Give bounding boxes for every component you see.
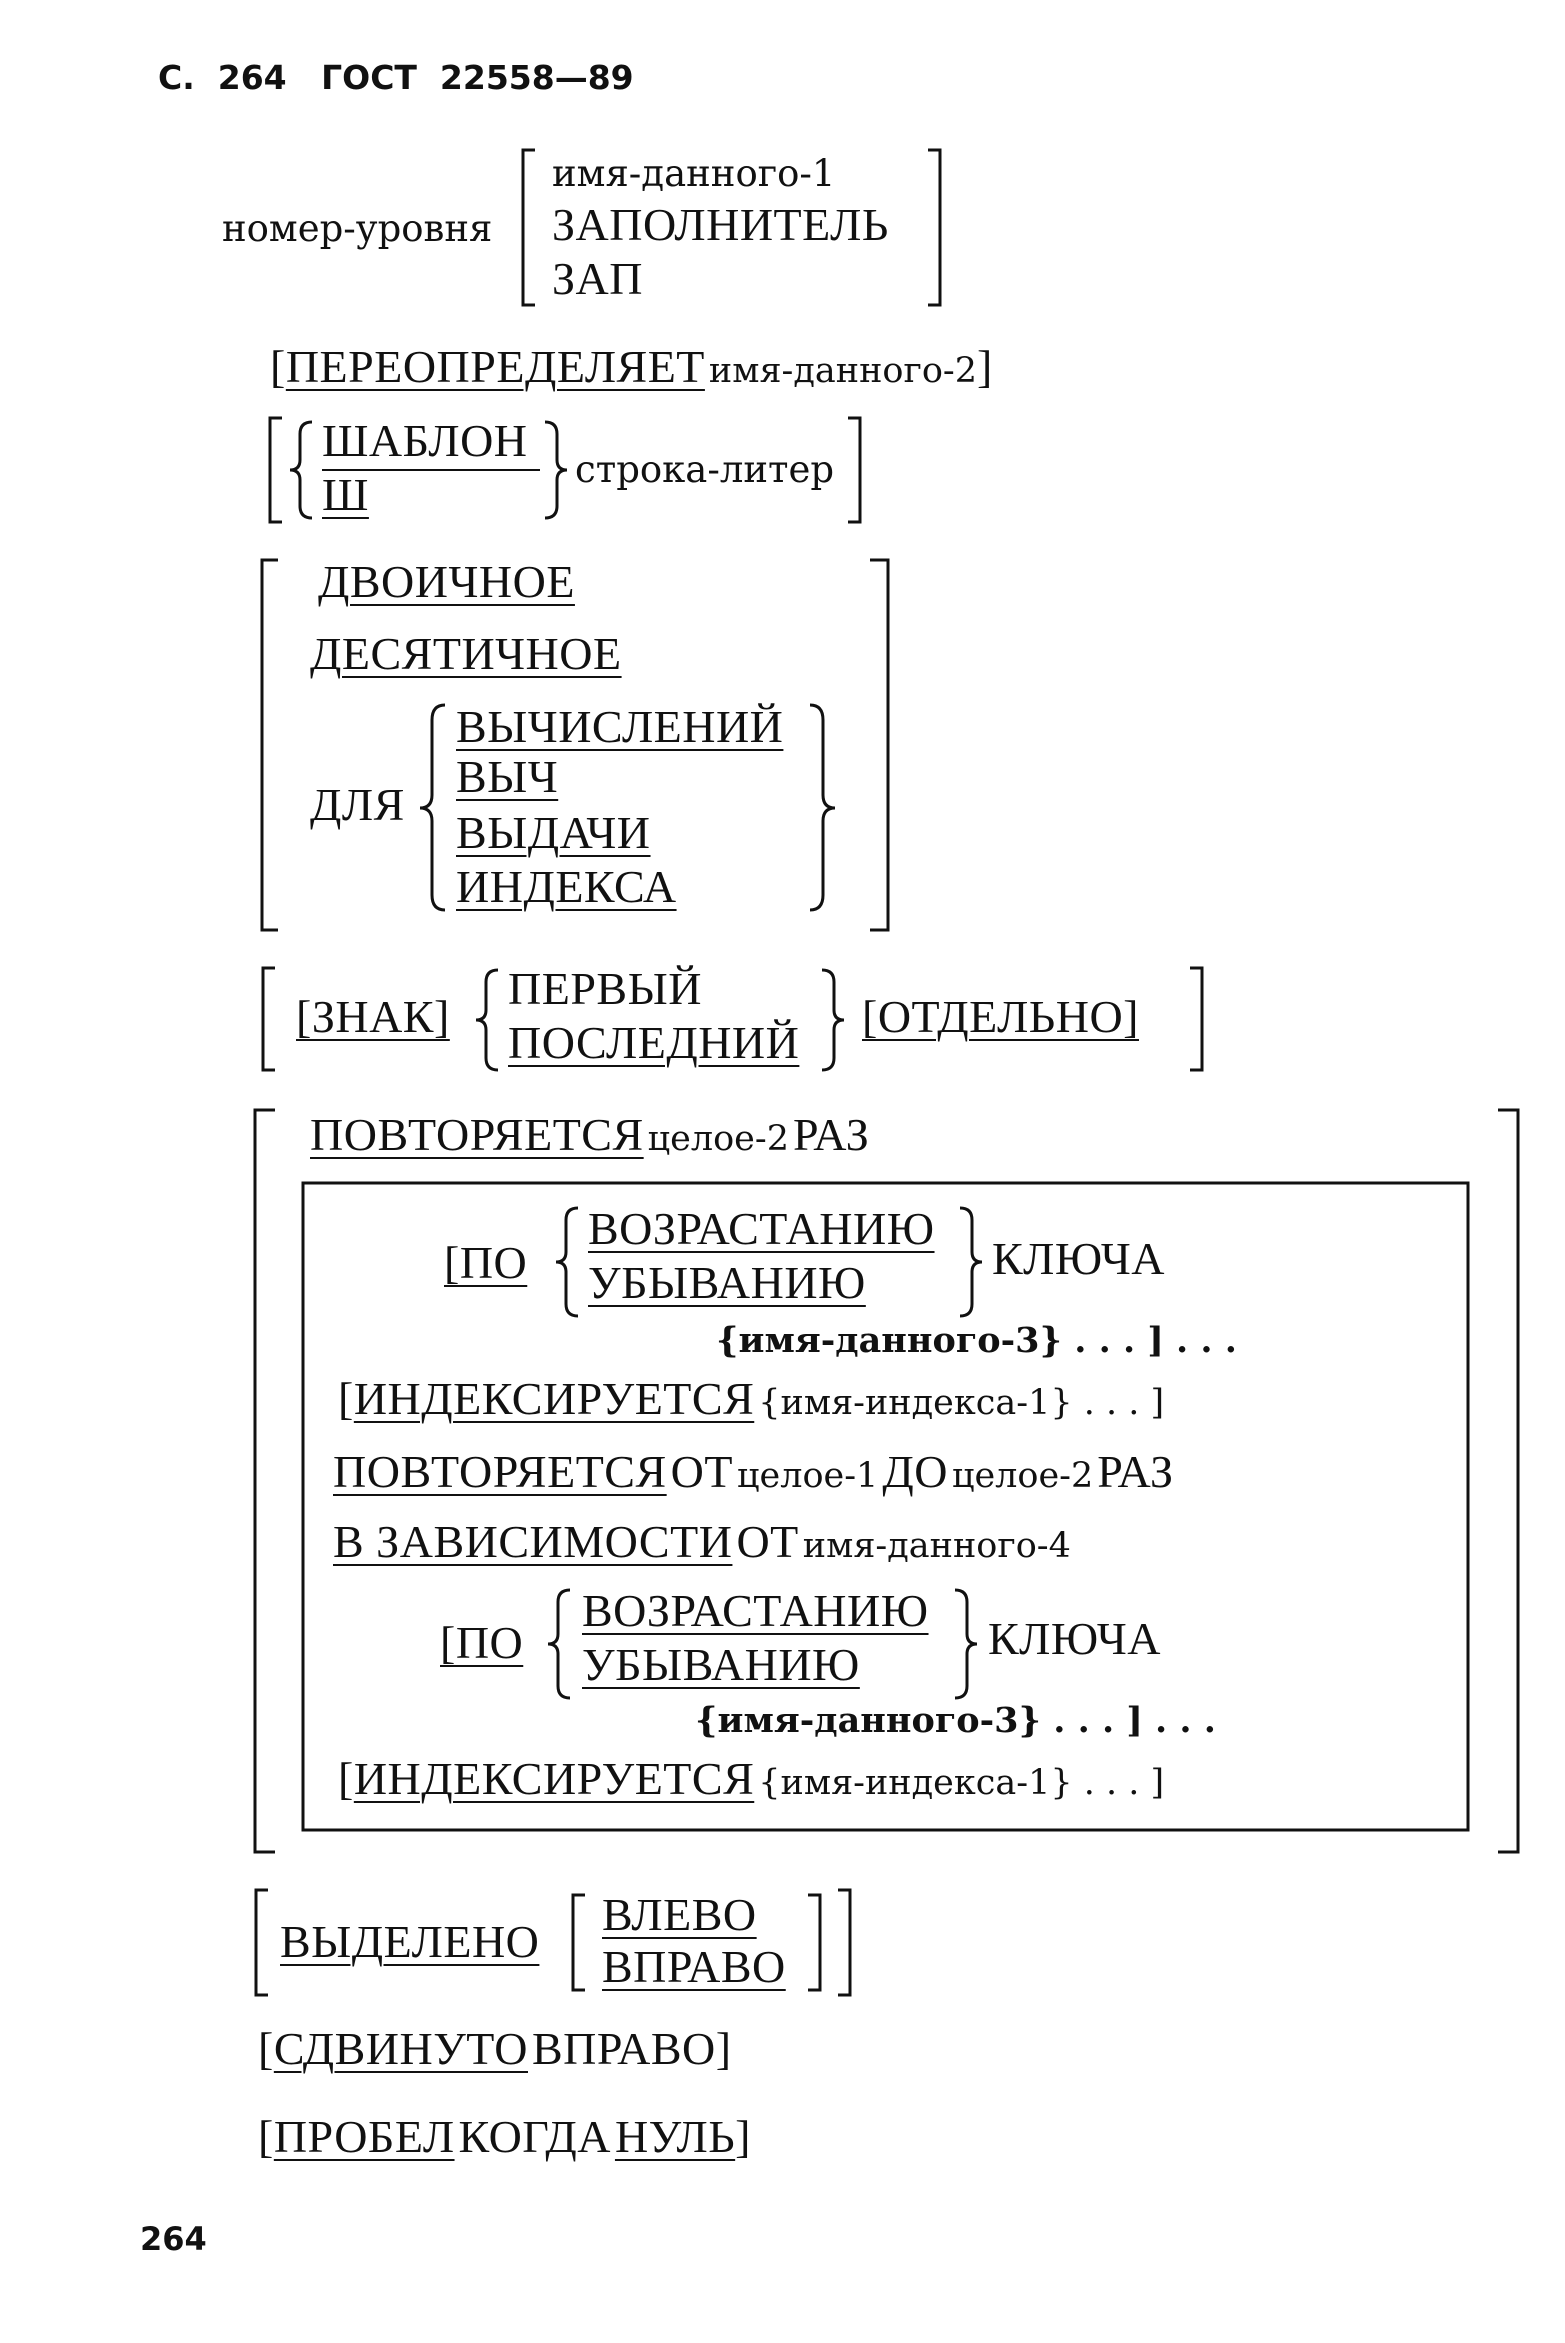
key2-names: {имя-данного-3} . . . ] . . . bbox=[695, 1700, 1216, 1741]
sync-keyword: СДВИНУТО bbox=[273, 2023, 528, 2074]
occurs1-keyword: ПОВТОРЯЕТСЯ bbox=[310, 1109, 644, 1160]
key1-names: {имя-данного-3} . . . ] . . . bbox=[716, 1320, 1237, 1361]
usage-decimal: ДЕСЯТИЧНОЕ bbox=[310, 628, 622, 679]
data-name-1: имя-данного-1 bbox=[552, 152, 836, 195]
key2-open: [ПО bbox=[440, 1616, 523, 1669]
usage-binary: ДВОИЧНОЕ bbox=[318, 556, 575, 607]
indexed1-open: [ bbox=[338, 1373, 354, 1424]
usage-for: ДЛЯ bbox=[310, 779, 405, 830]
usage-comp-short: ВЫЧ bbox=[456, 751, 559, 802]
indexed1: [ИНДЕКСИРУЕТСЯ {имя-индекса-1} . . . ] bbox=[338, 1372, 1164, 1425]
key1-desc: УБЫВАНИЮ bbox=[588, 1257, 866, 1308]
level-number-label: номер-уровня bbox=[222, 207, 493, 250]
depending-keyword: В ЗАВИСИМОСТИ bbox=[333, 1516, 733, 1567]
sync-close: ] bbox=[715, 2023, 732, 2074]
header-prefix: С. bbox=[158, 58, 195, 97]
sync-right: ВПРАВО bbox=[532, 2023, 716, 2074]
usage-computational: ВЫЧИСЛЕНИЙ bbox=[456, 701, 784, 752]
occurs2-int1: целое-1 bbox=[736, 1456, 879, 1496]
indexed2-keyword: ИНДЕКСИРУЕТСЯ bbox=[353, 1753, 755, 1804]
blank-zero: НУЛЬ bbox=[614, 2111, 736, 2162]
key2-key: КЛЮЧА bbox=[988, 1613, 1162, 1664]
blank-open: [ bbox=[258, 2111, 274, 2162]
occurs2-to: ДО bbox=[882, 1446, 948, 1497]
blank-close: ] bbox=[735, 2111, 751, 2162]
redefines-clause: [ПЕРЕОПРЕДЕЛЯЕТ имя-данного-2] bbox=[270, 340, 993, 393]
picture-keyword: ШАБЛОН bbox=[322, 415, 528, 466]
justified-keyword: ВЫДЕЛЕНО bbox=[280, 1916, 540, 1967]
occurs2-keyword: ПОВТОРЯЕТСЯ bbox=[333, 1446, 667, 1497]
header-page: 264 bbox=[217, 58, 287, 97]
depending-clause: В ЗАВИСИМОСТИ ОТ имя-данного-4 bbox=[333, 1515, 1071, 1568]
depending-operand: имя-данного-4 bbox=[802, 1526, 1071, 1566]
depending-on: ОТ bbox=[736, 1516, 799, 1567]
usage-index: ИНДЕКСА bbox=[456, 861, 677, 912]
justified-right-text: ВПРАВО bbox=[602, 1941, 786, 1992]
occurs1-operand: целое-2 bbox=[647, 1119, 789, 1159]
indexed1-keyword: ИНДЕКСИРУЕТСЯ bbox=[353, 1373, 755, 1424]
blank-when: КОГДА bbox=[458, 2111, 611, 2162]
key2-asc: ВОЗРАСТАНИЮ bbox=[582, 1584, 929, 1637]
key2-desc: УБЫВАНИЮ bbox=[582, 1639, 860, 1690]
header-number: 22558—89 bbox=[439, 58, 634, 97]
key1-open: [ПО bbox=[444, 1236, 527, 1289]
filler-short-keyword: ЗАП bbox=[552, 253, 643, 304]
key1-asc: ВОЗРАСТАНИЮ bbox=[588, 1202, 935, 1255]
sign-separate: [ОТДЕЛЬНО] bbox=[862, 990, 1139, 1043]
running-header: С. 264 ГОСТ 22558—89 bbox=[158, 58, 634, 97]
picture-short-keyword: Ш bbox=[322, 469, 369, 520]
indexed1-operand: {имя-индекса-1} . . . ] bbox=[758, 1383, 1165, 1423]
redefines-operand: имя-данного-2 bbox=[708, 351, 978, 391]
picture-string: строка-литер bbox=[575, 448, 835, 491]
filler-keyword: ЗАПОЛНИТЕЛЬ bbox=[552, 199, 889, 250]
justified-left: ВЛЕВО bbox=[602, 1889, 757, 1940]
indexed2-operand: {имя-индекса-1} . . . ] bbox=[758, 1763, 1165, 1803]
indexed2-open: [ bbox=[338, 1753, 354, 1804]
indexed2: [ИНДЕКСИРУЕТСЯ {имя-индекса-1} . . . ] bbox=[338, 1752, 1164, 1805]
footer-page-number: 264 bbox=[140, 2220, 207, 2258]
occurs2-times: РАЗ bbox=[1097, 1446, 1174, 1497]
redefines-close: ] bbox=[977, 341, 993, 392]
occurs2-from: ОТ bbox=[670, 1446, 733, 1497]
key2-asc-text: ВОЗРАСТАНИЮ bbox=[582, 1585, 929, 1636]
redefines-open: [ bbox=[270, 341, 286, 392]
sync-clause: [СДВИНУТО ВПРАВО] bbox=[258, 2022, 732, 2075]
key1-key: КЛЮЧА bbox=[992, 1233, 1166, 1284]
usage-display: ВЫДАЧИ bbox=[456, 807, 651, 858]
blank-clause: [ПРОБЕЛ КОГДА НУЛЬ] bbox=[258, 2110, 751, 2163]
sign-keyword: [ЗНАК] bbox=[296, 990, 450, 1043]
header-standard: ГОСТ bbox=[321, 58, 417, 97]
sync-open: [ bbox=[258, 2023, 274, 2074]
occurs-form1: ПОВТОРЯЕТСЯ целое-2 РАЗ bbox=[310, 1108, 869, 1161]
redefines-keyword: ПЕРЕОПРЕДЕЛЯЕТ bbox=[285, 341, 705, 392]
sign-trailing: ПОСЛЕДНИЙ bbox=[508, 1017, 800, 1068]
occurs-form2: ПОВТОРЯЕТСЯ ОТ целое-1 ДО целое-2 РАЗ bbox=[333, 1445, 1174, 1498]
key2-open-text: [ПО bbox=[440, 1617, 524, 1668]
sign-separate-text: [ОТДЕЛЬНО] bbox=[862, 991, 1139, 1042]
sign-leading: ПЕРВЫЙ bbox=[508, 963, 702, 1014]
occurs1-times: РАЗ bbox=[793, 1109, 870, 1160]
blank-keyword: ПРОБЕЛ bbox=[273, 2111, 455, 2162]
occurs2-int2: целое-2 bbox=[951, 1456, 1094, 1496]
key1-open-text: [ПО bbox=[444, 1237, 528, 1288]
key1-asc-text: ВОЗРАСТАНИЮ bbox=[588, 1203, 935, 1254]
sign-keyword-text: [ЗНАК] bbox=[296, 991, 450, 1042]
justified-right: ВПРАВО bbox=[602, 1940, 786, 1993]
